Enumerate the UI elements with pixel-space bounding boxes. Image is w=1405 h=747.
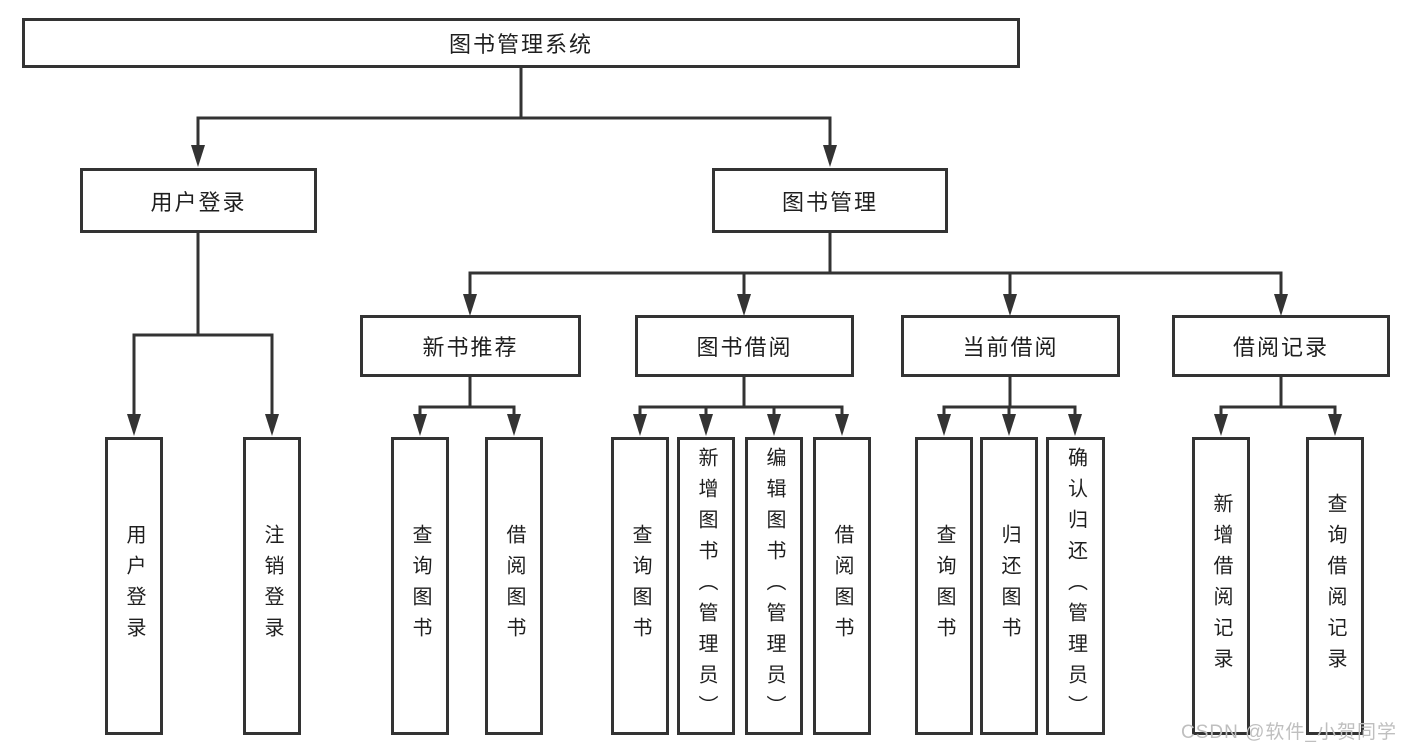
leaf-add-book-admin: 新增图书（管理员） <box>677 437 735 735</box>
leaf-query-books-current: 查询图书 <box>915 437 973 735</box>
leaf-confirm-return-admin: 确认归还（管理员） <box>1046 437 1105 735</box>
connector-arrowheads <box>127 145 1342 436</box>
leaf-query-books-borrowing: 查询图书 <box>611 437 669 735</box>
node-root: 图书管理系统 <box>22 18 1020 68</box>
node-borrow-records: 借阅记录 <box>1172 315 1390 377</box>
node-book-management: 图书管理 <box>712 168 948 233</box>
leaf-query-borrow-record: 查询借阅记录 <box>1306 437 1364 735</box>
connector-path <box>132 68 1337 418</box>
csdn-watermark: CSDN @软件_小贺同学 <box>1181 722 1397 743</box>
node-new-book-recommend: 新书推荐 <box>360 315 581 377</box>
leaf-add-borrow-record: 新增借阅记录 <box>1192 437 1250 735</box>
node-current-borrowing: 当前借阅 <box>901 315 1120 377</box>
leaf-query-books-recommend: 查询图书 <box>391 437 449 735</box>
leaf-return-book: 归还图书 <box>980 437 1038 735</box>
leaf-logout: 注销登录 <box>243 437 301 735</box>
leaf-borrow-books: 借阅图书 <box>813 437 871 735</box>
node-book-borrowing: 图书借阅 <box>635 315 854 377</box>
node-user-login: 用户登录 <box>80 168 317 233</box>
leaf-user-login: 用户登录 <box>105 437 163 735</box>
leaf-borrow-books-recommend: 借阅图书 <box>485 437 543 735</box>
leaf-edit-book-admin: 编辑图书（管理员） <box>745 437 803 735</box>
